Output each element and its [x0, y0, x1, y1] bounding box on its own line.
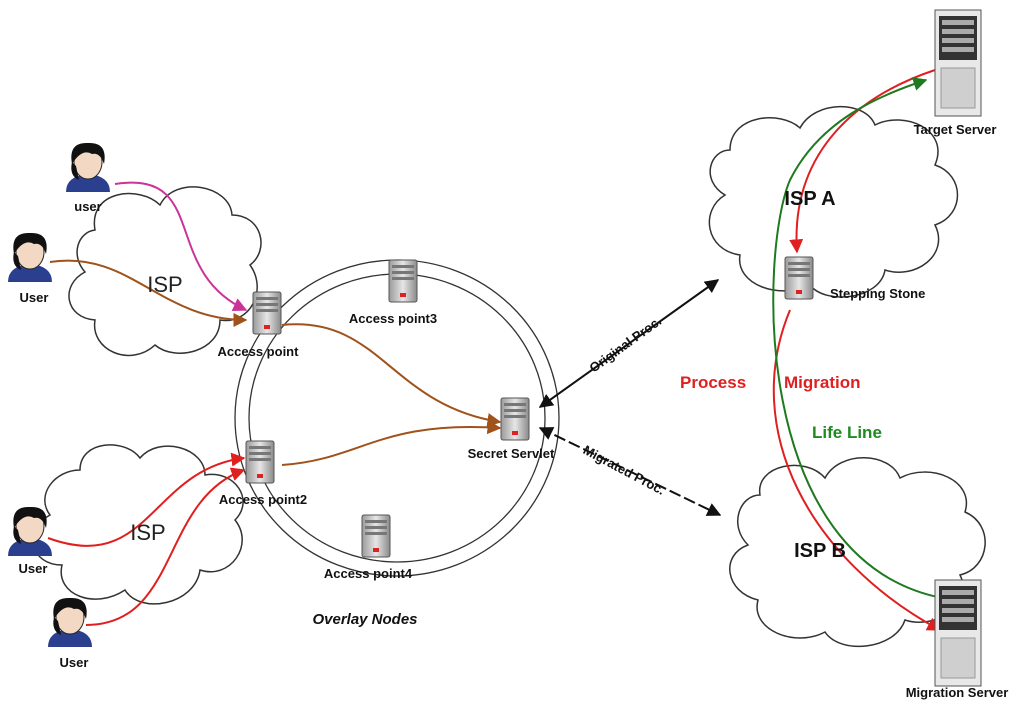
arrow-user-bottom1-to-access-point2 — [47, 452, 246, 547]
original-proc-label: Original Proc. — [586, 313, 664, 375]
arrow-migrated-proc — [538, 427, 722, 516]
isp-top-label: ISP — [147, 272, 182, 297]
access-point-server-icon[interactable] — [252, 291, 282, 335]
user-bottom2-icon[interactable] — [47, 597, 93, 648]
isp-a-label: ISP A — [784, 188, 835, 210]
arrow-user-left-to-access-point — [49, 259, 248, 327]
secret-servlet-label: Secret Servlet — [468, 446, 555, 461]
user-bottom2-label: User — [60, 655, 89, 670]
user-left-label: User — [20, 290, 49, 305]
stepping-stone-server-icon[interactable] — [784, 256, 814, 300]
user-top-label: user — [74, 199, 101, 214]
isp-top-cloud — [68, 186, 262, 357]
arrow-access-point-to-servlet — [281, 323, 502, 427]
target-server-label: Target Server — [914, 122, 997, 137]
migration-server-label: Migration Server — [906, 685, 1009, 700]
arrow-access-point2-to-servlet — [281, 420, 502, 466]
isp-b-label: ISP B — [794, 540, 846, 562]
arrow-original-proc — [538, 279, 720, 408]
migrated-proc-label: Migrated Proc. — [581, 442, 668, 498]
migration-label: Migration — [784, 373, 861, 392]
access-point3-server-icon[interactable] — [388, 259, 418, 303]
isp-bottom-label: ISP — [130, 520, 165, 545]
stepping-stone-label: Stepping Stone — [830, 286, 925, 301]
user-bottom1-label: User — [19, 561, 48, 576]
user-left-icon[interactable] — [7, 232, 53, 283]
access-point-label: Access point — [218, 344, 300, 359]
arrow-user-to-access-point — [114, 181, 248, 312]
arrow-user-bottom2-to-access-point2 — [85, 467, 246, 626]
access-point3-label: Access point3 — [349, 311, 437, 326]
access-point4-server-icon[interactable] — [361, 514, 391, 558]
access-point2-server-icon[interactable] — [245, 440, 275, 484]
life-line-label: Life Line — [812, 423, 882, 442]
target-server-icon[interactable] — [934, 9, 982, 117]
access-point4-label: Access point4 — [324, 566, 413, 581]
user-top-icon[interactable] — [65, 142, 111, 193]
arrow-life-line — [772, 77, 943, 599]
migration-server-icon[interactable] — [934, 579, 982, 687]
secret-servlet-server-icon[interactable] — [500, 397, 530, 441]
process-label: Process — [680, 373, 746, 392]
access-point2-label: Access point2 — [219, 492, 307, 507]
arrow-target-to-stepping-stone — [789, 69, 936, 254]
overlay-nodes-label: Overlay Nodes — [312, 611, 417, 628]
isp-a-cloud — [708, 105, 959, 298]
